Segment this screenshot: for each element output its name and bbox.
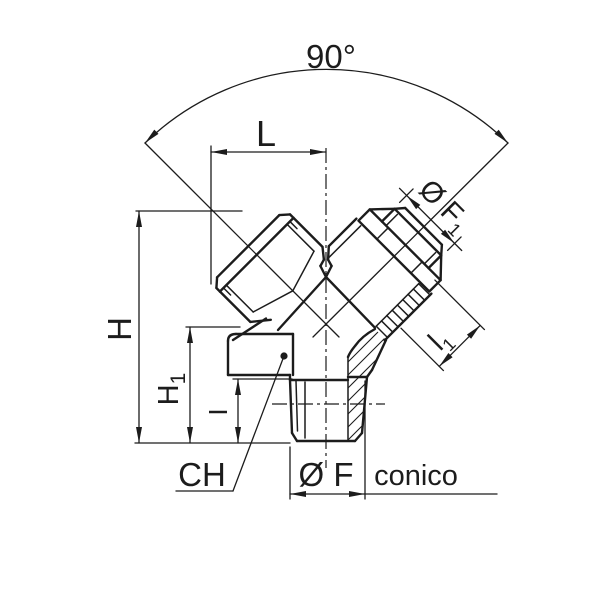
dim-OF-label: Ø F bbox=[299, 456, 354, 493]
left-branch-axis bbox=[144, 142, 340, 338]
OF1-arrow-a bbox=[406, 195, 421, 210]
centerlines bbox=[272, 148, 385, 468]
H-arrow-top bbox=[136, 211, 142, 227]
bottom-thread bbox=[288, 338, 388, 443]
OF-arrow-right bbox=[349, 491, 365, 497]
l1-arrow-b bbox=[466, 325, 481, 339]
l1-arrow-a bbox=[439, 353, 453, 367]
ch-leader-line bbox=[232, 355, 285, 492]
dim-l1-ext-b bbox=[400, 327, 445, 372]
arc-arrow-right bbox=[494, 129, 508, 143]
L-arrow-left bbox=[211, 149, 227, 155]
angle-label: 90° bbox=[306, 38, 356, 75]
H1-arrow-bottom bbox=[187, 427, 193, 443]
arrowheads bbox=[136, 129, 508, 497]
OF-arrow-left bbox=[290, 491, 306, 497]
ch-leader-dot bbox=[280, 352, 288, 360]
H-arrow-bottom bbox=[136, 427, 142, 443]
I-arrow-top bbox=[235, 379, 241, 395]
conico-label: conico bbox=[374, 460, 458, 492]
dim-l1-ext-a bbox=[434, 279, 486, 331]
thread-serration-band bbox=[375, 282, 431, 339]
OF1-arrow-b bbox=[440, 229, 455, 244]
right-branch bbox=[324, 206, 444, 342]
I-arrow-bottom bbox=[235, 427, 241, 443]
angle-arc bbox=[144, 68, 509, 144]
dim-l1-label: l1 bbox=[422, 322, 459, 359]
right-branch-axis bbox=[312, 142, 509, 338]
L-arrow-right bbox=[310, 149, 326, 155]
dim-H-label: H bbox=[101, 317, 138, 341]
left-branch bbox=[215, 213, 328, 332]
dim-L-label: L bbox=[256, 113, 276, 154]
dim-I-label: I bbox=[203, 408, 233, 415]
H1-arrow-top bbox=[187, 327, 193, 343]
dim-H1-label: H1 bbox=[153, 373, 190, 406]
arc-arrow-left bbox=[145, 129, 159, 143]
fitting-outline bbox=[215, 206, 444, 443]
labels: 90° L H H1 I CH Ø F conico Ø F1 l1 bbox=[101, 38, 469, 493]
ch-label: CH bbox=[178, 456, 226, 493]
internal-lines bbox=[223, 213, 437, 442]
